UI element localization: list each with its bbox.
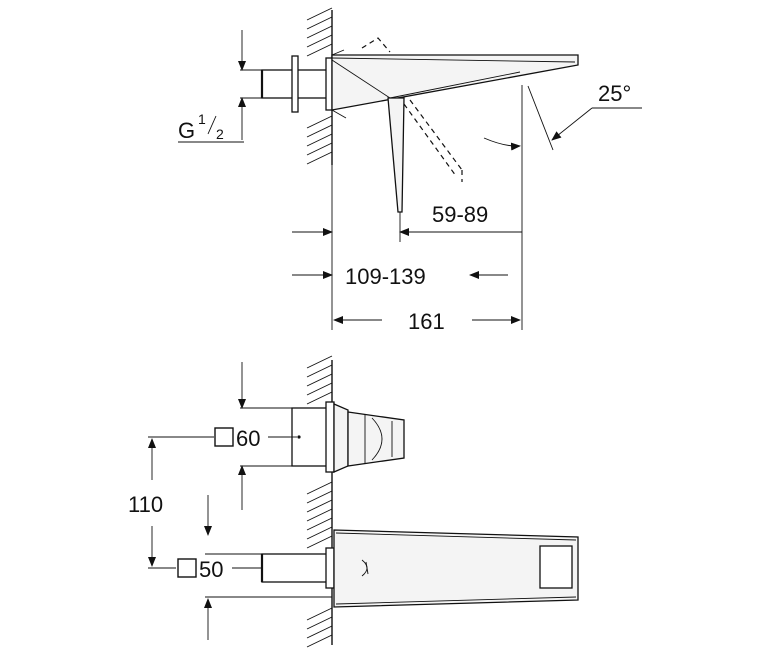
handle-rosette	[290, 401, 405, 473]
hatch-line	[306, 142, 333, 156]
reach-dimension: 59-89	[399, 202, 522, 242]
hatch-line	[306, 607, 333, 621]
rosette-dimension: 60	[214, 362, 292, 510]
side-view: G 1 2 25° 59-89 109-139	[178, 7, 642, 334]
rosette-square-label: 60	[236, 426, 260, 451]
thread-label-den: 2	[216, 126, 224, 142]
spacing-label: 110	[128, 492, 163, 517]
hatch-line	[306, 499, 333, 513]
hatch-line	[306, 16, 333, 30]
length-dimension: 161	[333, 309, 521, 334]
hatch-line	[306, 508, 333, 522]
hatch-line	[306, 115, 333, 129]
thread-dimension: G 1 2	[178, 30, 262, 143]
hatch-line	[306, 490, 333, 504]
hatch-line	[306, 133, 333, 147]
hatch-line	[306, 517, 333, 531]
angle-label: 25°	[598, 81, 631, 106]
hatch-line	[306, 634, 333, 648]
hatch-line	[306, 616, 333, 630]
thread-label-num: 1	[198, 111, 206, 127]
angle-dimension: 25°	[483, 81, 642, 330]
spacing-dimension: 110	[128, 436, 214, 569]
inlet-pipe	[260, 55, 333, 113]
hatch-line	[306, 25, 333, 39]
hatch-line	[306, 526, 333, 540]
front-view: 60 110	[128, 355, 579, 648]
hatch-line	[306, 364, 333, 378]
reach-label: 59-89	[432, 202, 488, 227]
spout-square-label: 50	[199, 557, 223, 582]
hatch-line	[306, 373, 333, 387]
projection-label: 109-139	[345, 264, 426, 289]
hatch-line	[306, 391, 333, 405]
hatch-line	[306, 625, 333, 639]
projection-dimension: 109-139	[292, 165, 508, 330]
hatch-line	[306, 382, 333, 396]
wall-hatch-bottom	[306, 355, 333, 648]
spout-side	[331, 37, 579, 213]
length-label: 161	[408, 309, 445, 334]
hatch-line	[306, 7, 333, 21]
hatch-line	[306, 34, 333, 48]
thread-label-g: G	[178, 118, 195, 143]
hatch-line	[306, 151, 333, 165]
hatch-line	[306, 481, 333, 495]
hatch-line	[306, 43, 333, 57]
hatch-line	[306, 535, 333, 549]
spout-top	[260, 529, 579, 608]
spout-dimension: 50	[177, 495, 332, 640]
hatch-line	[306, 355, 333, 369]
hatch-line	[306, 124, 333, 138]
